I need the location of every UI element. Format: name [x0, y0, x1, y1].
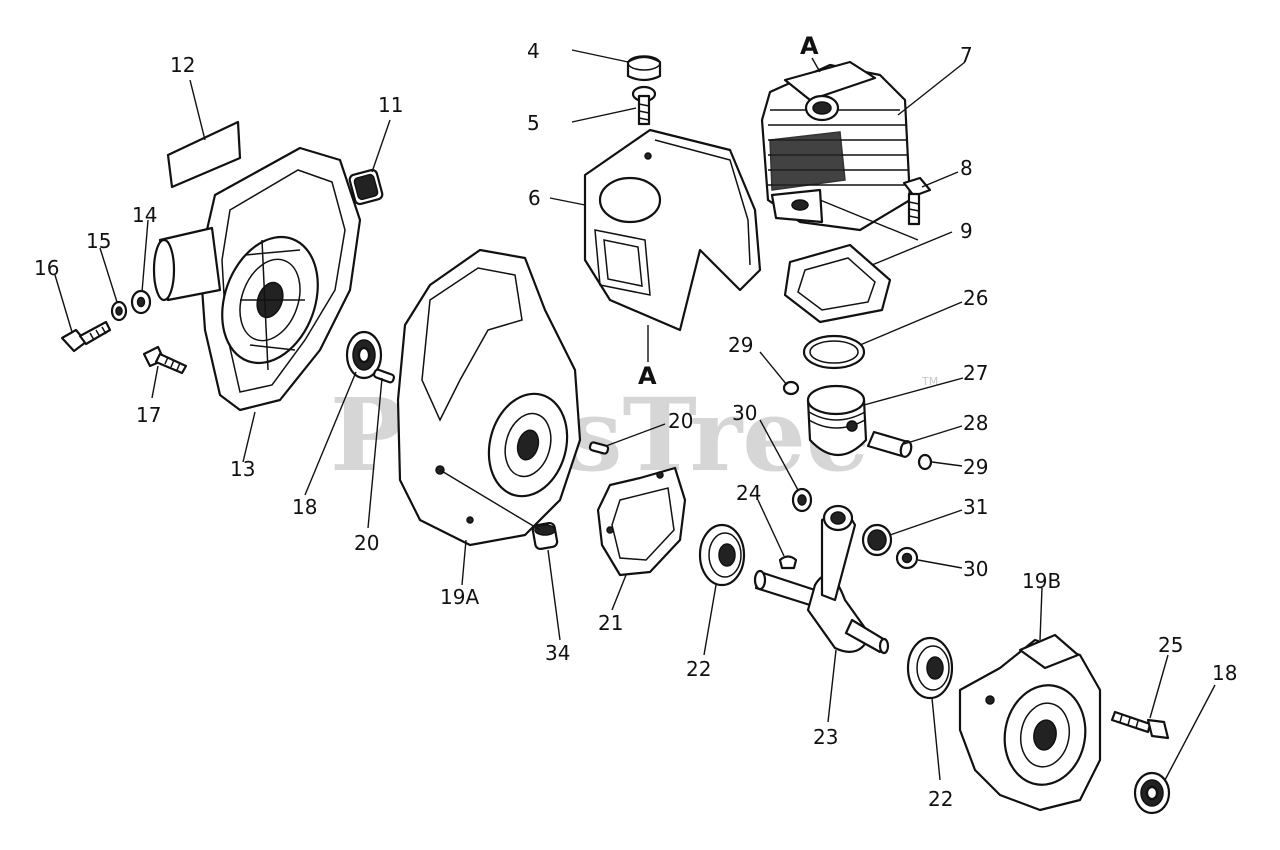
part-7-cylinder[interactable] [760, 60, 912, 232]
callout-16: 16 [34, 256, 59, 280]
callout-7: 7 [960, 43, 973, 67]
callout-18-left: 18 [292, 495, 317, 519]
callout-22-left: 22 [686, 657, 711, 681]
part-26-ring[interactable] [802, 334, 866, 370]
callout-31: 31 [963, 495, 988, 519]
part-16-bolt[interactable] [60, 320, 112, 353]
part-29-clip-top[interactable] [782, 380, 800, 396]
callout-18-right: 18 [1212, 661, 1237, 685]
callout-22-right: 22 [928, 787, 953, 811]
callout-8: 8 [960, 156, 973, 180]
part-13-fan-housing[interactable] [152, 146, 362, 412]
callout-19a: 19A [440, 585, 479, 609]
part-8-bolt[interactable] [902, 176, 932, 226]
part-28-wrist-pin[interactable] [866, 430, 913, 458]
callout-14: 14 [132, 203, 157, 227]
part-34-bushing[interactable] [531, 521, 559, 551]
part-29-clip-bottom[interactable] [917, 453, 933, 471]
callout-23: 23 [813, 725, 838, 749]
part-27-piston[interactable] [806, 384, 868, 456]
callout-21: 21 [598, 611, 623, 635]
part-14-washer[interactable] [130, 289, 152, 315]
callout-4: 4 [527, 39, 540, 63]
callout-34: 34 [545, 641, 570, 665]
part-5-screw[interactable] [631, 85, 657, 126]
callout-12: 12 [170, 53, 195, 77]
part-22-bearing-left[interactable] [698, 523, 746, 587]
callout-15: 15 [86, 229, 111, 253]
part-19b-crankcase[interactable] [958, 633, 1102, 812]
part-23-crankshaft[interactable] [753, 504, 890, 655]
callout-19b: 19B [1022, 569, 1061, 593]
callout-29-bottom: 29 [963, 455, 988, 479]
callout-a-top: A [800, 32, 819, 60]
part-24-key[interactable] [778, 555, 798, 570]
callout-9: 9 [960, 219, 973, 243]
callout-13: 13 [230, 457, 255, 481]
part-9-base-gasket[interactable] [783, 243, 892, 324]
watermark-trademark: TM [921, 375, 938, 388]
part-12-decal[interactable] [166, 120, 242, 189]
callout-17: 17 [136, 403, 161, 427]
callout-24: 24 [736, 481, 761, 505]
callout-25: 25 [1158, 633, 1183, 657]
part-15-lockwasher[interactable] [110, 300, 128, 322]
part-30-washer-bottom[interactable] [895, 546, 919, 570]
callout-28: 28 [963, 411, 988, 435]
part-18-seal-left[interactable] [345, 330, 383, 380]
part-22-bearing-right[interactable] [906, 636, 954, 700]
callout-6: 6 [528, 186, 541, 210]
part-4-cap[interactable] [626, 55, 662, 82]
callout-29-top: 29 [728, 333, 753, 357]
part-20-pin-left[interactable] [372, 368, 396, 384]
part-25-bolt[interactable] [1110, 710, 1170, 740]
callout-a-bottom: A [638, 362, 657, 390]
part-19a-crankcase[interactable] [396, 248, 582, 547]
part-30-washer-top[interactable] [791, 487, 813, 513]
callout-labels: 4 5 A 7 12 11 6 8 9 14 15 16 26 29 A 27 … [34, 32, 1237, 811]
leader-lines [54, 49, 1216, 781]
part-17-bolt[interactable] [142, 345, 188, 375]
part-21-gasket[interactable] [596, 466, 687, 577]
part-6-shroud[interactable] [583, 128, 762, 332]
callout-26: 26 [963, 286, 988, 310]
callout-20-right: 20 [668, 409, 693, 433]
callout-27: 27 [963, 361, 988, 385]
part-18-seal-right[interactable] [1133, 771, 1171, 815]
callout-11: 11 [378, 93, 403, 117]
callout-20-left: 20 [354, 531, 379, 555]
part-11-plug[interactable] [348, 168, 384, 206]
part-31-needle-bearing[interactable] [861, 523, 893, 557]
part-20-pin-right[interactable] [588, 441, 610, 455]
callout-30-bottom: 30 [963, 557, 988, 581]
callout-30-top: 30 [732, 401, 757, 425]
callout-5: 5 [527, 111, 540, 135]
